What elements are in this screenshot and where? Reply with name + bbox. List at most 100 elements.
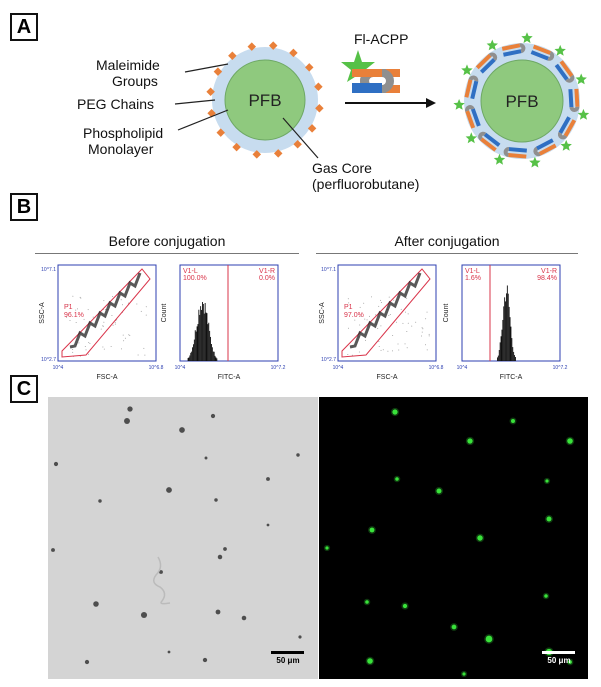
label-peg-chains: PEG Chains: [77, 96, 155, 112]
gate-v1r-percent: 98.4%: [537, 275, 557, 282]
label-gas-core-line2: (perfluorobutane): [312, 176, 420, 192]
conjugate-magnet-icon: [503, 147, 527, 159]
scale-bar-left: [271, 651, 304, 654]
histogram-bar: [214, 355, 216, 361]
fluorescence-micrograph: [319, 397, 588, 679]
conjugate-magnet-icon: [501, 43, 526, 57]
histogram-bar: [194, 330, 196, 361]
x-tick-min: 10^4: [457, 365, 468, 371]
gate-v1l-percent: 100.0%: [183, 275, 207, 282]
conjugate-magnet-icon: [475, 52, 498, 74]
bubble-particle: [84, 659, 90, 665]
histogram-bar: [207, 324, 209, 361]
x-axis-label: FITC-A: [218, 374, 241, 381]
fluorescent-bubble: [462, 672, 466, 676]
bubble-particle: [127, 406, 133, 412]
fluorescent-bubble: [485, 635, 493, 643]
label-maleimide-line1: Maleimide: [96, 57, 160, 73]
conjugate-magnet-icon: [554, 60, 575, 83]
scale-bar-right: [542, 651, 575, 654]
y-tick-min: 10^2.7: [41, 357, 56, 363]
after-divider: [316, 253, 578, 254]
conjugate-star-icon: [486, 39, 498, 51]
histogram-bar: [513, 351, 515, 361]
x-axis-label: FSC-A: [97, 374, 118, 381]
y-tick-max: 10^7.1: [41, 267, 56, 273]
fluorescent-bubble: [568, 660, 572, 664]
maleimide-dot: [228, 51, 237, 60]
histogram-bar: [499, 342, 501, 361]
conjugate-star-icon: [461, 64, 473, 76]
bubble-particle: [217, 554, 223, 560]
histogram-bar: [198, 309, 200, 361]
conjugate-magnet-icon: [530, 44, 555, 61]
histogram-bar: [509, 317, 511, 361]
maleimide-dot: [273, 149, 283, 158]
y-axis-label: SSC-A: [39, 302, 46, 324]
bubble-particle: [223, 547, 227, 551]
histogram-bar: [498, 349, 500, 361]
label-maleimide-groups: Maleimide Groups: [96, 57, 206, 89]
histogram-bar: [196, 326, 198, 361]
scale-label-right: 50 μm: [547, 656, 571, 665]
fluorescent-bubble: [325, 546, 329, 550]
conjugate-star-icon: [521, 32, 533, 44]
histogram-bar: [210, 336, 211, 361]
gate-label: P1: [344, 304, 353, 311]
histogram-bar: [193, 339, 195, 361]
bubble-particle: [93, 601, 99, 607]
gate-v1l-percent: 1.6%: [465, 275, 481, 282]
scatter-population: [349, 272, 422, 349]
histogram-bar: [204, 302, 206, 361]
histogram-bar: [503, 306, 505, 361]
histogram-bar: [189, 355, 191, 361]
y-axis-label: Count: [161, 304, 168, 323]
label-gas-core: Gas Core (perfluorobutane): [312, 160, 419, 192]
histogram-bar: [501, 329, 503, 361]
bubble-particle: [215, 609, 221, 615]
histogram-bar: [507, 293, 509, 361]
histogram-bar: [500, 336, 502, 361]
conjugate-magnet-icon: [464, 75, 479, 100]
x-tick-min: 10^4: [175, 365, 186, 371]
histogram-bar: [514, 355, 515, 361]
brightfield-micrograph: [48, 397, 318, 679]
histogram-bar: [202, 302, 203, 361]
histogram-bar: [191, 351, 193, 361]
bubble-particle: [296, 453, 300, 457]
histogram-bar: [515, 357, 516, 361]
fluorescent-bubble: [545, 479, 549, 483]
maleimide-dot: [213, 67, 223, 76]
x-tick-min: 10^4: [333, 365, 344, 371]
fluorescent-bubble: [467, 438, 473, 444]
conjugate-star-icon: [529, 156, 541, 168]
conjugate-star-icon: [453, 99, 465, 110]
y-axis-label: Count: [443, 304, 450, 323]
histogram-bar: [202, 303, 204, 361]
bubble-particle: [210, 413, 216, 419]
histogram-bar: [192, 347, 193, 361]
x-tick-max: 10^6.8: [429, 365, 444, 371]
panel-label-c: C: [10, 375, 38, 403]
gate-v1r-label: V1-R: [541, 268, 557, 275]
conjugate-magnet-icon: [557, 116, 577, 140]
fluorescent-bubble: [546, 516, 552, 522]
histogram-bar: [208, 322, 210, 361]
debris-streak: [153, 556, 171, 605]
bubble-particle: [204, 456, 208, 460]
conjugate-magnet-icon: [568, 88, 580, 112]
maleimide-dot: [247, 42, 257, 51]
gate-percent: 97.0%: [344, 312, 364, 319]
gate-v1l-label: V1-L: [183, 268, 198, 275]
bubble-particle: [214, 498, 218, 502]
maleimide-dot: [293, 140, 302, 149]
fluorescent-bubble: [367, 658, 373, 664]
conjugate-star-icon: [493, 153, 506, 165]
gate-v1r-percent: 0.0%: [259, 275, 275, 282]
maleimide-dot: [206, 87, 215, 97]
y-tick-min: 10^2.7: [321, 357, 336, 363]
histogram-bar: [497, 355, 499, 361]
right-microbubble: [453, 32, 590, 168]
